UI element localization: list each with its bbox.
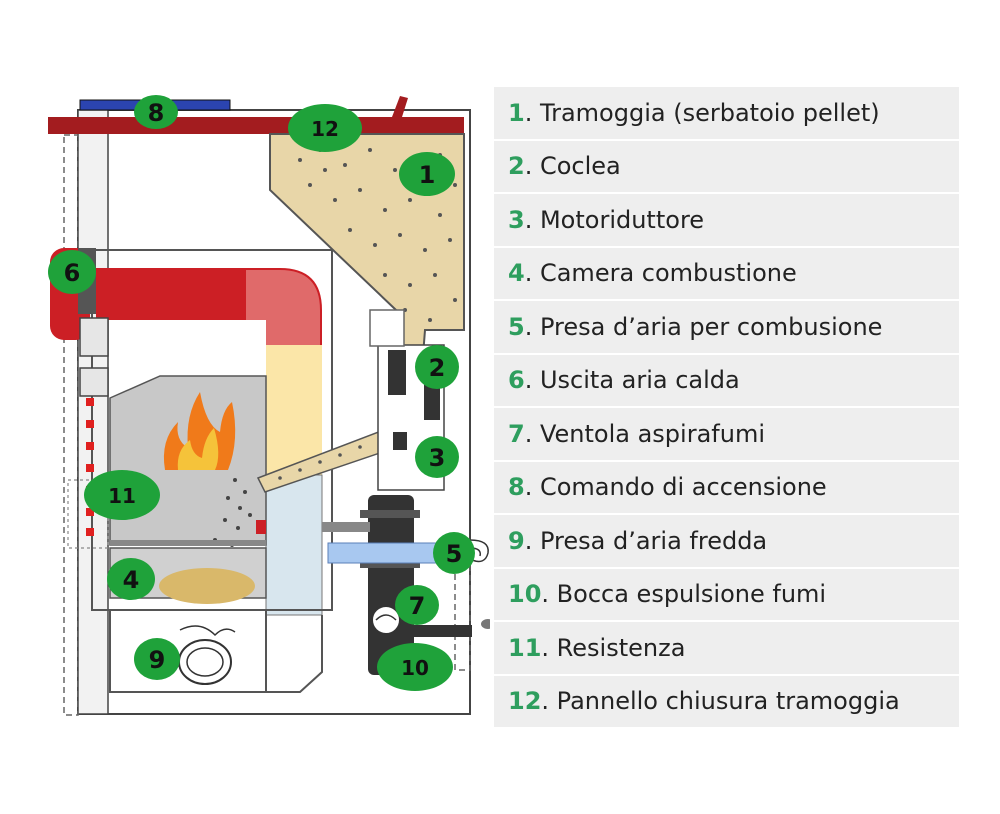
marker-6-label: 6 [64, 259, 81, 287]
legend-number: 5 [508, 312, 525, 341]
marker-2: 2 [415, 345, 459, 389]
base-panel-edge [266, 615, 323, 693]
legend-label: Coclea [539, 152, 621, 181]
legend-label: Comando di accensione [539, 473, 827, 502]
legend-label: Presa d’aria fredda [539, 526, 768, 555]
legend-label: Motoriduttore [539, 205, 705, 234]
legend-item-9: 9. Presa d’aria fredda [494, 515, 959, 567]
legend-number: 9 [508, 526, 525, 555]
motor-coupling [393, 432, 407, 450]
marker-9: 9 [134, 638, 180, 680]
marker-7: 7 [395, 585, 439, 625]
marker-12: 12 [288, 104, 362, 152]
warm-air-duct-bend [246, 270, 320, 345]
flue-collar-bottom [360, 560, 420, 568]
marker-4: 4 [107, 558, 155, 600]
legend-label: Ventola aspirafumi [539, 419, 765, 448]
legend-item-4: 4. Camera combustione [494, 247, 959, 299]
cold-air-swirl [179, 625, 236, 637]
marker-7-label: 7 [409, 592, 426, 620]
smoke-puffs [481, 619, 490, 629]
legend-number: 11 [508, 633, 542, 662]
legend-number: 12 [508, 687, 542, 716]
marker-8-label: 8 [148, 99, 165, 127]
marker-4-label: 4 [123, 566, 140, 594]
legend-item-12: 12. Pannello chiusura tramoggia [494, 675, 959, 727]
marker-5: 5 [433, 532, 475, 574]
legend-number: 4 [508, 259, 525, 288]
exhaust-fan-icon [371, 605, 401, 635]
legend-item-7: 7. Ventola aspirafumi [494, 408, 959, 460]
motor-reducer-top [388, 350, 406, 395]
burn-pot-fitting [256, 520, 266, 534]
pellet-burn-pot [159, 568, 255, 604]
rear-panel-outline [454, 539, 471, 671]
marker-12-label: 12 [311, 117, 339, 141]
legend-item-6: 6. Uscita aria calda [494, 354, 959, 406]
legend-label: Bocca espulsione fumi [556, 580, 827, 609]
legend-label: Pannello chiusura tramoggia [556, 687, 900, 716]
grate-bar [110, 540, 266, 546]
marker-11: 11 [84, 470, 160, 520]
legend-number: 1 [508, 98, 525, 127]
legend-number: 7 [508, 419, 525, 448]
marker-3-label: 3 [429, 444, 446, 472]
flue-collar-top [360, 510, 420, 518]
legend-item-3: 3. Motoriduttore [494, 194, 959, 246]
marker-11-label: 11 [108, 484, 136, 508]
marker-3: 3 [415, 436, 459, 478]
component-legend: 1. Tramoggia (serbatoio pellet) 2. Cocle… [494, 87, 959, 729]
marker-6: 6 [48, 250, 96, 294]
legend-label: Tramoggia (serbatoio pellet) [539, 98, 880, 127]
front-fitting-upper [79, 317, 109, 357]
legend-number: 2 [508, 152, 525, 181]
legend-number: 3 [508, 205, 525, 234]
legend-item-2: 2. Coclea [494, 140, 959, 192]
legend-number: 8 [508, 473, 525, 502]
pellet-stove-cross-section: 8 12 1 6 2 3 11 5 4 7 9 10 [48, 95, 490, 716]
marker-9-label: 9 [149, 646, 166, 674]
legend-label: Presa d’aria per combusione [539, 312, 883, 341]
marker-1-label: 1 [419, 161, 436, 189]
marker-10-label: 10 [401, 656, 429, 680]
legend-label: Uscita aria calda [539, 366, 740, 395]
legend-number: 10 [508, 580, 542, 609]
front-door-outline [63, 134, 79, 716]
top-cover [48, 117, 464, 134]
legend-item-8: 8. Comando di accensione [494, 461, 959, 513]
marker-8: 8 [134, 95, 178, 129]
legend-item-5: 5. Presa d’aria per combusione [494, 301, 959, 353]
heat-exchanger-lower [265, 474, 323, 616]
heat-exchanger-upper [266, 345, 322, 475]
legend-item-11: 11. Resistenza [494, 622, 959, 674]
hopper-lid-hinge [392, 96, 408, 117]
hopper-outlet [369, 309, 405, 347]
legend-number: 6 [508, 366, 525, 395]
exhaust-outlet-pipe [410, 625, 472, 637]
front-fitting-lower [79, 367, 109, 397]
flue-connector [322, 522, 370, 532]
marker-10: 10 [377, 643, 453, 691]
legend-item-10: 10. Bocca espulsione fumi [494, 568, 959, 620]
legend-label: Camera combustione [539, 259, 797, 288]
marker-5-label: 5 [446, 540, 463, 568]
legend-label: Resistenza [556, 633, 686, 662]
marker-2-label: 2 [429, 354, 446, 382]
marker-1: 1 [399, 152, 455, 196]
legend-item-1: 1. Tramoggia (serbatoio pellet) [494, 87, 959, 139]
flame-icon [163, 392, 236, 470]
